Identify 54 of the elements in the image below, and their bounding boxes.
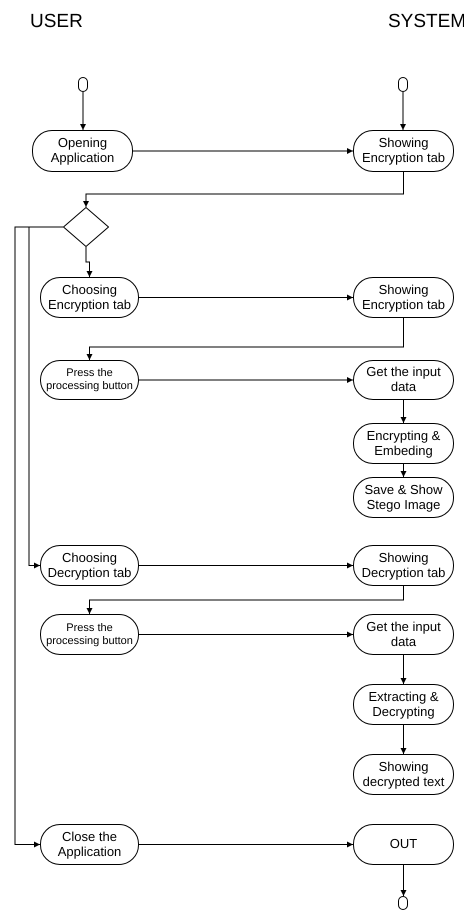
activity-box <box>353 684 454 725</box>
arrow <box>86 586 404 614</box>
activity-label: Save & Show Stego Image <box>363 482 444 512</box>
activity-box <box>353 423 454 464</box>
arrow <box>400 92 406 130</box>
start-node <box>398 77 408 92</box>
activity-label: Get the input data <box>365 365 442 395</box>
arrow <box>86 318 404 360</box>
decision-diamond <box>63 207 109 247</box>
arrow <box>86 246 92 278</box>
lane-heading: USER <box>30 12 83 31</box>
activity-box <box>353 754 454 795</box>
activity-box <box>40 614 139 655</box>
activity-label: Choosing Encryption tab <box>46 282 132 312</box>
activity-box <box>353 130 454 172</box>
activity-label: Get the input data <box>365 620 442 650</box>
activity-label: Showing Decryption tab <box>360 550 446 580</box>
start-node <box>78 77 88 92</box>
activity-label: OUT <box>390 837 418 852</box>
activity-label: Showing decrypted text <box>362 760 446 790</box>
arrow <box>400 400 406 424</box>
arrow <box>400 654 406 684</box>
arrow <box>132 148 354 154</box>
activity-box <box>353 360 454 400</box>
activity-label: Press the processing button <box>45 622 134 648</box>
activity-label: Choosing Decryption tab <box>46 550 132 580</box>
activity-box <box>353 277 454 318</box>
activity-box <box>40 545 139 586</box>
activity-box <box>40 277 139 318</box>
activity-label: Extracting & Decrypting <box>367 690 440 720</box>
activity-box <box>353 824 454 865</box>
activity-label: Opening Application <box>50 136 116 166</box>
activity-box <box>32 130 133 172</box>
activity-label: Press the processing button <box>45 367 134 393</box>
arrow <box>400 724 406 754</box>
activity-label: Close the Application <box>56 830 122 860</box>
activity-label: Encrypting & Embeding <box>366 428 442 458</box>
activity-box <box>353 477 454 518</box>
activity-box <box>40 824 139 865</box>
activity-label: Showing Encryption tab <box>360 282 446 312</box>
arrow <box>138 562 354 568</box>
arrow <box>80 92 86 130</box>
activity-box <box>353 614 454 655</box>
arrow <box>138 842 354 848</box>
arrow <box>83 172 404 208</box>
end-node <box>398 896 408 910</box>
activity-label: Showing Encryption tab <box>360 136 446 166</box>
arrow <box>138 632 354 638</box>
arrow <box>400 464 406 478</box>
arrow <box>400 864 406 896</box>
activity-box <box>353 545 454 586</box>
arrow <box>138 294 354 300</box>
arrow <box>138 377 354 383</box>
activity-box <box>40 360 139 400</box>
